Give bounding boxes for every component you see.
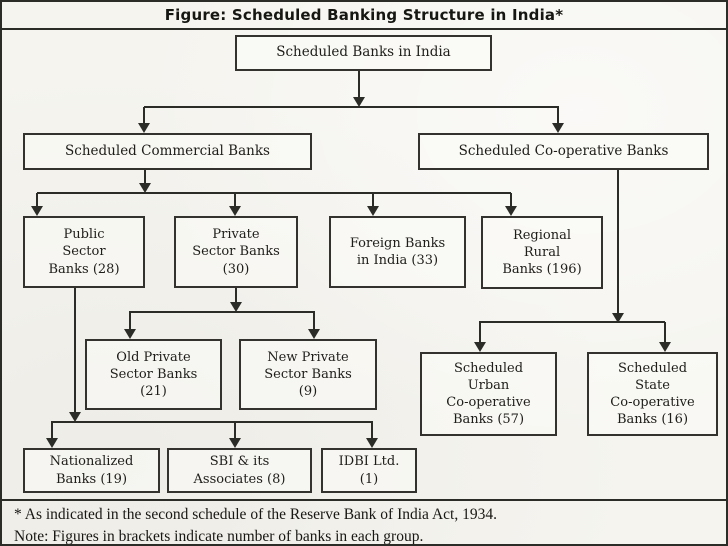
edge-drop-public — [36, 193, 38, 207]
edge-cooperative-bus — [479, 321, 665, 323]
edge-public-bus — [51, 421, 373, 423]
arrowhead-icon-sbi — [229, 438, 241, 448]
footnote-note: Note: Figures in brackets indicate numbe… — [14, 528, 424, 545]
edge-commercial-bus — [37, 192, 511, 194]
edge-drop-sbi — [234, 422, 236, 439]
node-private-sector-banks: Private Sector Banks (30) — [174, 216, 298, 288]
edge-drop-private — [234, 193, 236, 207]
node-scheduled-commercial-banks: Scheduled Commercial Banks — [23, 133, 312, 170]
arrowhead-icon-idbi — [366, 438, 378, 448]
arrowhead-icon-public-bus — [69, 412, 81, 422]
edge-private-trunk — [235, 288, 237, 303]
edge-commercial-trunk — [144, 170, 146, 184]
arrowhead-icon-old-private — [124, 329, 136, 339]
figure-title-bar: Figure: Scheduled Banking Structure in I… — [2, 2, 726, 28]
footer-separator-line — [2, 499, 726, 501]
edge-cooperative-trunk — [617, 170, 619, 314]
edge-drop-commercial — [143, 107, 145, 124]
node-old-private-sector-banks: Old Private Sector Banks (21) — [85, 339, 222, 410]
footnote-area: * As indicated in the second schedule of… — [2, 501, 726, 545]
title-separator-line — [2, 28, 726, 30]
edge-drop-cooperative — [557, 107, 559, 124]
arrowhead-icon-public — [31, 206, 43, 216]
arrowhead-icon-new-private — [308, 329, 320, 339]
edge-drop-foreign — [372, 193, 374, 207]
node-foreign-banks: Foreign Banks in India (33) — [329, 216, 466, 288]
arrowhead-icon-cooperative-bus — [612, 313, 624, 323]
node-new-private-sector-banks: New Private Sector Banks (9) — [239, 339, 377, 410]
node-scheduled-state-cooperative-banks: Scheduled State Co-operative Banks (16) — [587, 352, 718, 436]
edge-drop-state-coop — [664, 322, 666, 343]
edge-root-bus — [144, 106, 559, 108]
figure-title: Figure: Scheduled Banking Structure in I… — [164, 6, 564, 24]
arrowhead-icon-private-bus — [230, 302, 242, 312]
arrowhead-icon-foreign — [367, 206, 379, 216]
edge-drop-idbi — [371, 422, 373, 439]
edge-public-trunk — [74, 288, 76, 414]
node-scheduled-banks-in-india: Scheduled Banks in India — [235, 35, 492, 71]
edge-private-bus — [129, 311, 315, 313]
arrowhead-icon-state-coop — [659, 342, 671, 352]
node-nationalized-banks: Nationalized Banks (19) — [23, 448, 160, 493]
arrowhead-icon-nationalized — [46, 438, 58, 448]
edge-drop-new-private — [313, 312, 315, 330]
node-scheduled-cooperative-banks: Scheduled Co-operative Banks — [418, 133, 709, 170]
footnote-asterisk: * As indicated in the second schedule of… — [14, 506, 497, 523]
arrowhead-icon-root — [353, 97, 365, 107]
arrowhead-icon-regional — [505, 206, 517, 216]
edge-root-trunk — [358, 71, 360, 98]
node-idbi-ltd: IDBI Ltd. (1) — [321, 448, 417, 493]
node-scheduled-urban-cooperative-banks: Scheduled Urban Co-operative Banks (57) — [420, 352, 557, 436]
edge-drop-old-private — [129, 312, 131, 330]
edge-drop-urban-coop — [479, 322, 481, 343]
arrowhead-icon-private — [229, 206, 241, 216]
node-regional-rural-banks: Regional Rural Banks (196) — [481, 216, 603, 289]
arrowhead-icon-commercial-bus — [139, 183, 151, 193]
node-public-sector-banks: Public Sector Banks (28) — [23, 216, 145, 288]
edge-drop-regional — [510, 193, 512, 207]
arrowhead-icon-cooperative — [552, 123, 564, 133]
arrowhead-icon-commercial — [138, 123, 150, 133]
edge-drop-nationalized — [51, 422, 53, 439]
node-sbi-associates: SBI & its Associates (8) — [167, 448, 312, 493]
arrowhead-icon-urban-coop — [474, 342, 486, 352]
